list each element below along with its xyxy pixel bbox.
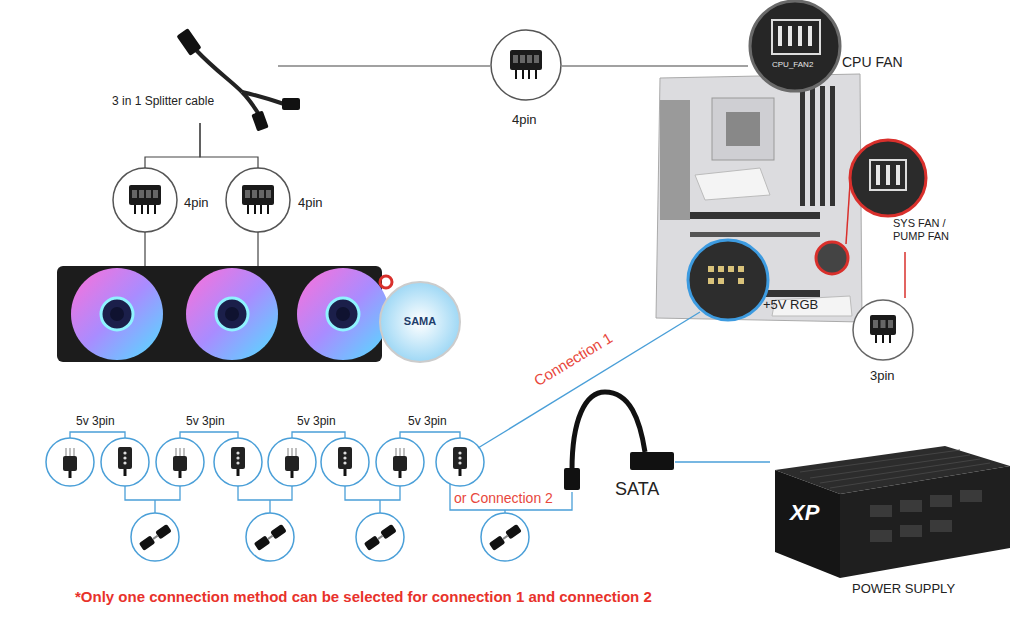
connection-option: Connection 1: [531, 329, 616, 390]
power-supply-unit: [775, 446, 1010, 578]
pump-head: SAMA: [380, 282, 460, 362]
header-callout: SYS FAN / PUMP FAN: [850, 140, 970, 252]
pin-label: 4pin: [512, 112, 537, 128]
splitter-cable: [176, 28, 300, 131]
pin-label: 3pin: [870, 368, 895, 384]
pin-label: 4pin: [298, 195, 323, 211]
cable-connector: [562, 65, 748, 66]
header-name: CPU FAN: [842, 54, 903, 71]
radiator: [57, 266, 460, 362]
cable-connector: [200, 123, 258, 168]
header-callout: CPU FAN: [748, 0, 913, 92]
cpu-fan-header-zoom: [750, 1, 840, 91]
part-name: POWER SUPPLY: [852, 581, 955, 597]
connector-4pin-circles: [113, 30, 561, 268]
brand-name: SAMA: [380, 315, 460, 328]
rgb-header-zoom: [688, 240, 768, 320]
header-name: +5V RGB: [763, 297, 818, 313]
brand-logo: XP: [790, 500, 819, 526]
cable-connector: [278, 65, 490, 66]
cable-connector: [145, 123, 200, 168]
connector-type: 5v 3pin: [186, 414, 225, 428]
connector-type: 5v 3pin: [76, 414, 115, 428]
part-name: 3 in 1 Splitter cable: [112, 94, 214, 108]
header-silkscreen: CPU_FAN2: [772, 60, 813, 70]
sata-cable-node: SATA: [555, 385, 675, 503]
header-callout: +5V RGB: [688, 240, 833, 322]
cable-connector: [904, 252, 906, 298]
connector-callout: 4pin: [226, 168, 336, 234]
pin-label: 4pin: [184, 195, 209, 211]
connector-3pin-circle: [853, 300, 913, 360]
cable-connector: [675, 461, 770, 463]
connector-callout: 4pin: [490, 30, 562, 130]
splitter-cable-node: 3 in 1 Splitter cable: [108, 28, 278, 123]
connector-type: 5v 3pin: [408, 414, 447, 428]
argb-connectors: [46, 312, 700, 561]
connection-option: or Connection 2: [454, 490, 553, 507]
motherboard: [656, 74, 862, 322]
header-name: SYS FAN / PUMP FAN: [893, 217, 968, 243]
connector-callout: 3pin: [850, 298, 920, 390]
connector-type: 5v 3pin: [297, 414, 336, 428]
part-name: SATA: [615, 479, 659, 501]
footnote: *Only one connection method can be selec…: [75, 588, 652, 606]
sata-cable: [564, 392, 674, 490]
connector-callout: 4pin: [112, 168, 222, 234]
